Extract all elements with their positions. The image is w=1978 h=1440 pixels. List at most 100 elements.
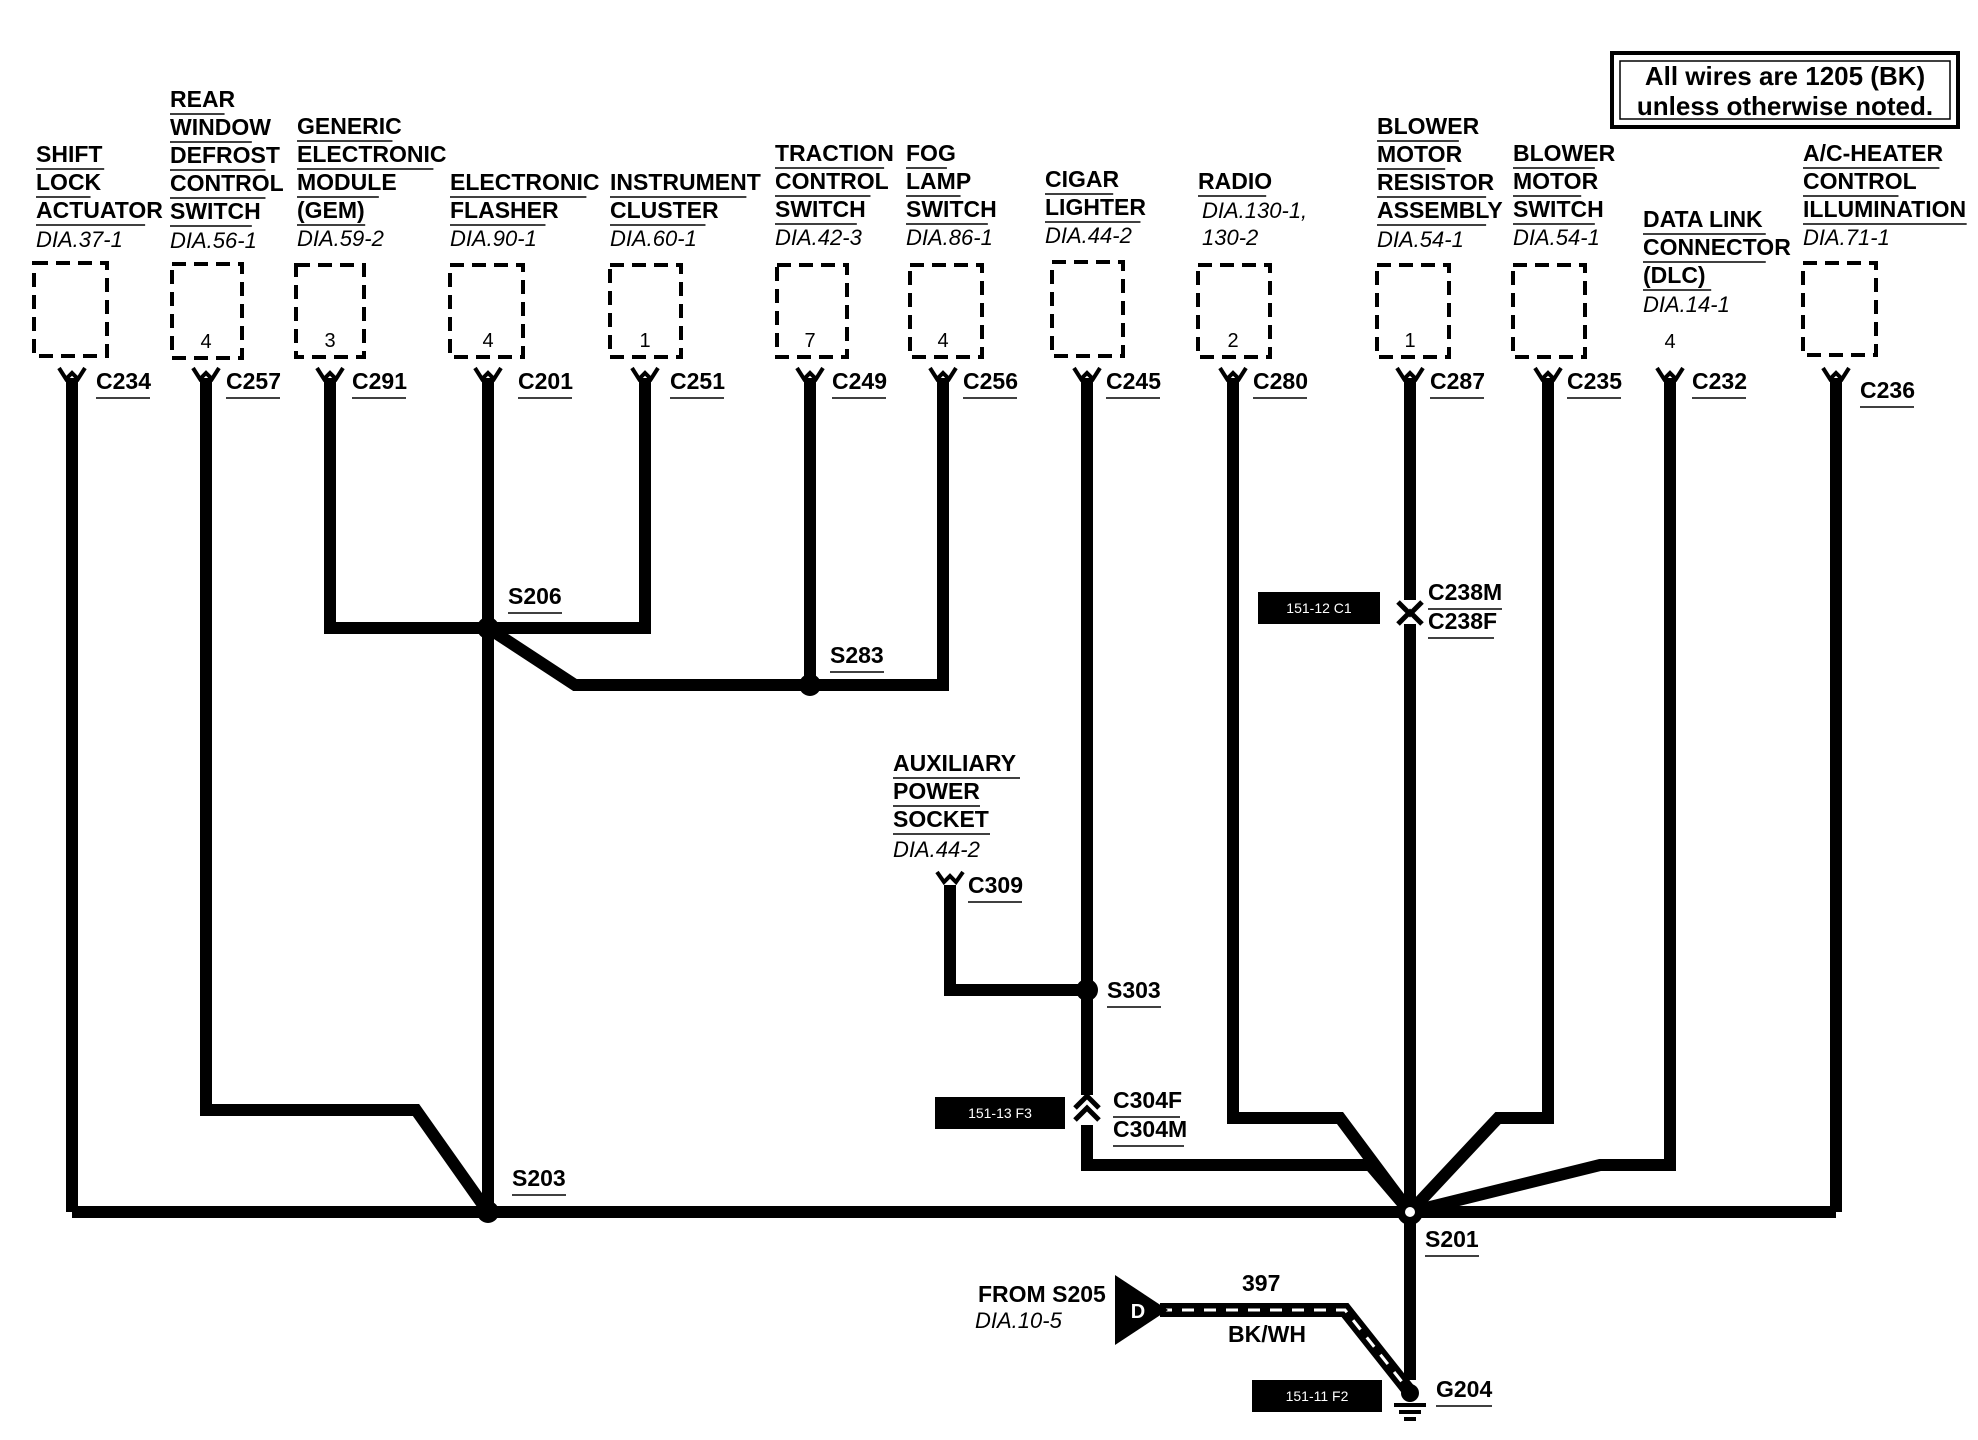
- fog-name-line-3: SWITCH: [906, 196, 997, 222]
- blower-switch-name-line-3: SWITCH: [1513, 196, 1604, 222]
- traction-name-line-2: CONTROL: [775, 168, 889, 194]
- fog-connector-symbol: [928, 366, 958, 383]
- from-s205-label: FROM S205: [978, 1281, 1106, 1307]
- traction-connector-symbol: [795, 366, 825, 383]
- gem-connector-symbol: [315, 366, 345, 383]
- traction-diagram-ref: DIA.42-3: [775, 225, 863, 250]
- from-s205-letter: D: [1131, 1301, 1145, 1323]
- splice-s303-dot: [1076, 979, 1098, 1001]
- ground-location: 151-11 F2: [1286, 1388, 1349, 1404]
- rear-window-name-line-2: WINDOW: [170, 114, 271, 140]
- resistor-name-line-4: ASSEMBLY: [1377, 197, 1503, 223]
- radio-diagram-ref-2: 130-2: [1202, 225, 1258, 250]
- gem-component-box: [294, 263, 366, 359]
- component-ac-heater: A/C-HEATERCONTROLILLUMINATIONDIA.71-1C23…: [1801, 140, 1967, 408]
- connector-c257-label: C257: [226, 368, 281, 394]
- note-line-2: unless otherwise noted.: [1637, 91, 1933, 121]
- shift-lock-diagram-ref: DIA.37-1: [36, 227, 123, 252]
- connector-c245-label: C245: [1106, 368, 1161, 394]
- c238-top-label: C238M: [1428, 579, 1502, 605]
- splice-s206-dot: [477, 617, 499, 639]
- rear-window-diagram-ref: DIA.56-1: [170, 228, 257, 253]
- aux-power-socket: AUXILIARY POWER SOCKET DIA.44-2 C309: [893, 750, 1023, 903]
- shift-lock-name-line-2: LOCK: [36, 169, 102, 195]
- radio-pin-number: 2: [1227, 330, 1238, 352]
- ground-g204-label: G204: [1436, 1376, 1492, 1402]
- dlc-diagram-ref: DIA.14-1: [1643, 292, 1730, 317]
- wire-s206-s283: [484, 622, 810, 691]
- flasher-diagram-ref: DIA.90-1: [450, 226, 537, 251]
- wire-c280: [1227, 378, 1415, 1216]
- splice-s283-dot: [799, 674, 821, 696]
- dlc-name-line-3: (DLC): [1643, 262, 1706, 288]
- blower-switch-name-line-1: BLOWER: [1513, 140, 1616, 166]
- from-s205: D FROM S205 DIA.10-5 397 BK/WH: [975, 1270, 1306, 1347]
- cigar-name-line-2: LIGHTER: [1045, 194, 1146, 220]
- shift-lock-name-line-1: SHIFT: [36, 141, 102, 167]
- connector-c235-label: C235: [1567, 368, 1622, 394]
- cigar-component-box: [1050, 260, 1125, 358]
- connector-c287-label: C287: [1430, 368, 1485, 394]
- dlc-connector-symbol: [1655, 366, 1685, 383]
- aux-name-2: POWER: [893, 778, 980, 804]
- resistor-diagram-ref: DIA.54-1: [1377, 227, 1464, 252]
- fog-name-line-2: LAMP: [906, 168, 971, 194]
- c304-location: 151-13 F3: [968, 1105, 1032, 1121]
- gem-name-line-2: ELECTRONIC: [297, 141, 447, 167]
- resistor-connector-symbol: [1395, 366, 1425, 383]
- connector-c309-label: C309: [968, 872, 1023, 898]
- blower-switch-diagram-ref: DIA.54-1: [1513, 225, 1600, 250]
- ac-heater-component-box: [1801, 261, 1878, 357]
- connector-c232-label: C232: [1692, 368, 1747, 394]
- flasher-pin-number: 4: [482, 330, 493, 352]
- cigar-connector-symbol: [1072, 366, 1102, 383]
- from-s205-arrow: [1115, 1275, 1168, 1345]
- flasher-name-line-2: FLASHER: [450, 197, 559, 223]
- resistor-pin-number: 1: [1404, 330, 1415, 352]
- cluster-component-box: [608, 263, 683, 359]
- flasher-connector-symbol: [473, 366, 503, 383]
- dlc-pin-number: 4: [1664, 331, 1675, 353]
- ac-heater-name-line-2: CONTROL: [1803, 168, 1917, 194]
- traction-pin-number: 7: [804, 330, 815, 352]
- splice-s201-label: S201: [1425, 1226, 1479, 1252]
- splice-s283-label: S283: [830, 642, 884, 668]
- blower-switch-connector-symbol: [1533, 366, 1563, 383]
- splice-s203-dot: [477, 1201, 499, 1223]
- radio-connector-symbol: [1218, 366, 1248, 383]
- from-s205-dia: DIA.10-5: [975, 1308, 1063, 1333]
- connector-c280-label: C280: [1253, 368, 1308, 394]
- cluster-name-line-2: CLUSTER: [610, 197, 719, 223]
- fog-name-line-1: FOG: [906, 140, 956, 166]
- radio-component-box: [1196, 263, 1272, 359]
- c304-bottom-label: C304M: [1113, 1116, 1187, 1142]
- resistor-component-box: [1375, 263, 1451, 359]
- splice-s303-label: S303: [1107, 977, 1161, 1003]
- shift-lock-name-line-3: ACTUATOR: [36, 197, 163, 223]
- gem-name-line-1: GENERIC: [297, 113, 402, 139]
- radio-name-line-1: RADIO: [1198, 168, 1272, 194]
- ground-g204: G204 151-11 F2: [1252, 1376, 1492, 1421]
- rear-window-connector-symbol: [191, 366, 221, 383]
- rear-window-name-line-1: REAR: [170, 86, 236, 112]
- dlc-name-line-1: DATA LINK: [1643, 206, 1763, 232]
- ac-heater-connector-symbol: [1821, 366, 1851, 383]
- gem-name-line-4: (GEM): [297, 197, 365, 223]
- gem-pin-number: 3: [324, 330, 335, 352]
- aux-name-3: SOCKET: [893, 806, 989, 832]
- cigar-name-line-1: CIGAR: [1045, 166, 1120, 192]
- splice-s203-label: S203: [512, 1165, 566, 1191]
- wire-c309: [944, 885, 1087, 996]
- resistor-name-line-2: MOTOR: [1377, 141, 1463, 167]
- cluster-connector-symbol: [630, 366, 660, 383]
- fog-pin-number: 4: [937, 330, 948, 352]
- note-box: All wires are 1205 (BK) unless otherwise…: [1610, 51, 1960, 129]
- cluster-pin-number: 1: [639, 330, 650, 352]
- cluster-diagram-ref: DIA.60-1: [610, 226, 697, 251]
- cigar-diagram-ref: DIA.44-2: [1045, 223, 1132, 248]
